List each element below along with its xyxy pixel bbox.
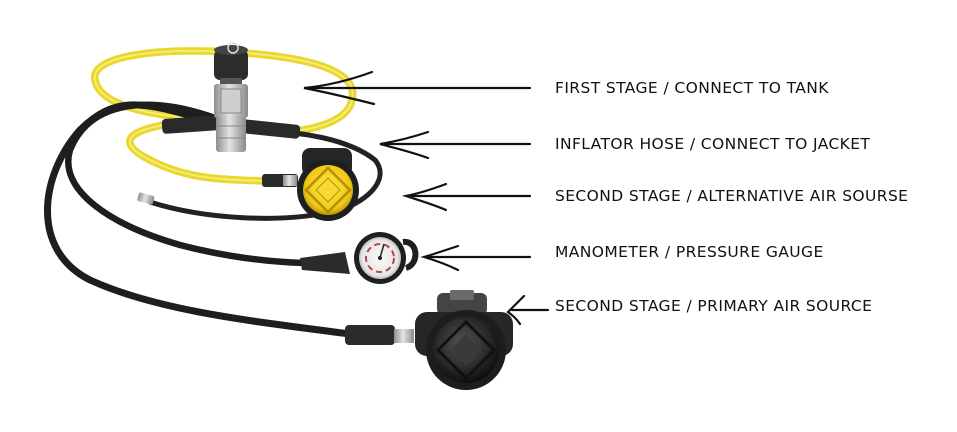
arrow-inflator-hose: [379, 130, 532, 160]
inflator-hose: [147, 129, 383, 221]
label-inflator-hose: INFLATOR HOSE / CONNECT TO JACKET: [555, 135, 871, 153]
label-pressure-gauge: MANOMETER / PRESSURE GAUGE: [555, 243, 824, 261]
arrow-pressure-gauge: [420, 244, 532, 272]
arrow-primary-second-stage: [506, 294, 550, 326]
label-primary-second-stage: SECOND STAGE / PRIMARY AIR SOURCE: [555, 297, 873, 315]
gauge-hose: [65, 101, 309, 267]
label-first-stage: FIRST STAGE / CONNECT TO TANK: [555, 79, 829, 97]
first-stage: [214, 42, 248, 152]
primary-hose: [44, 101, 354, 338]
primary-second-stage: [345, 290, 513, 390]
pressure-gauge: [300, 232, 419, 284]
label-alternate-second-stage: SECOND STAGE / ALTERNATIVE AIR SOURSE: [555, 187, 909, 205]
arrow-first-stage: [303, 70, 532, 106]
alternate-second-stage: [262, 148, 359, 221]
arrow-alternate-second-stage: [401, 182, 532, 212]
inflator-connector: [137, 192, 155, 205]
